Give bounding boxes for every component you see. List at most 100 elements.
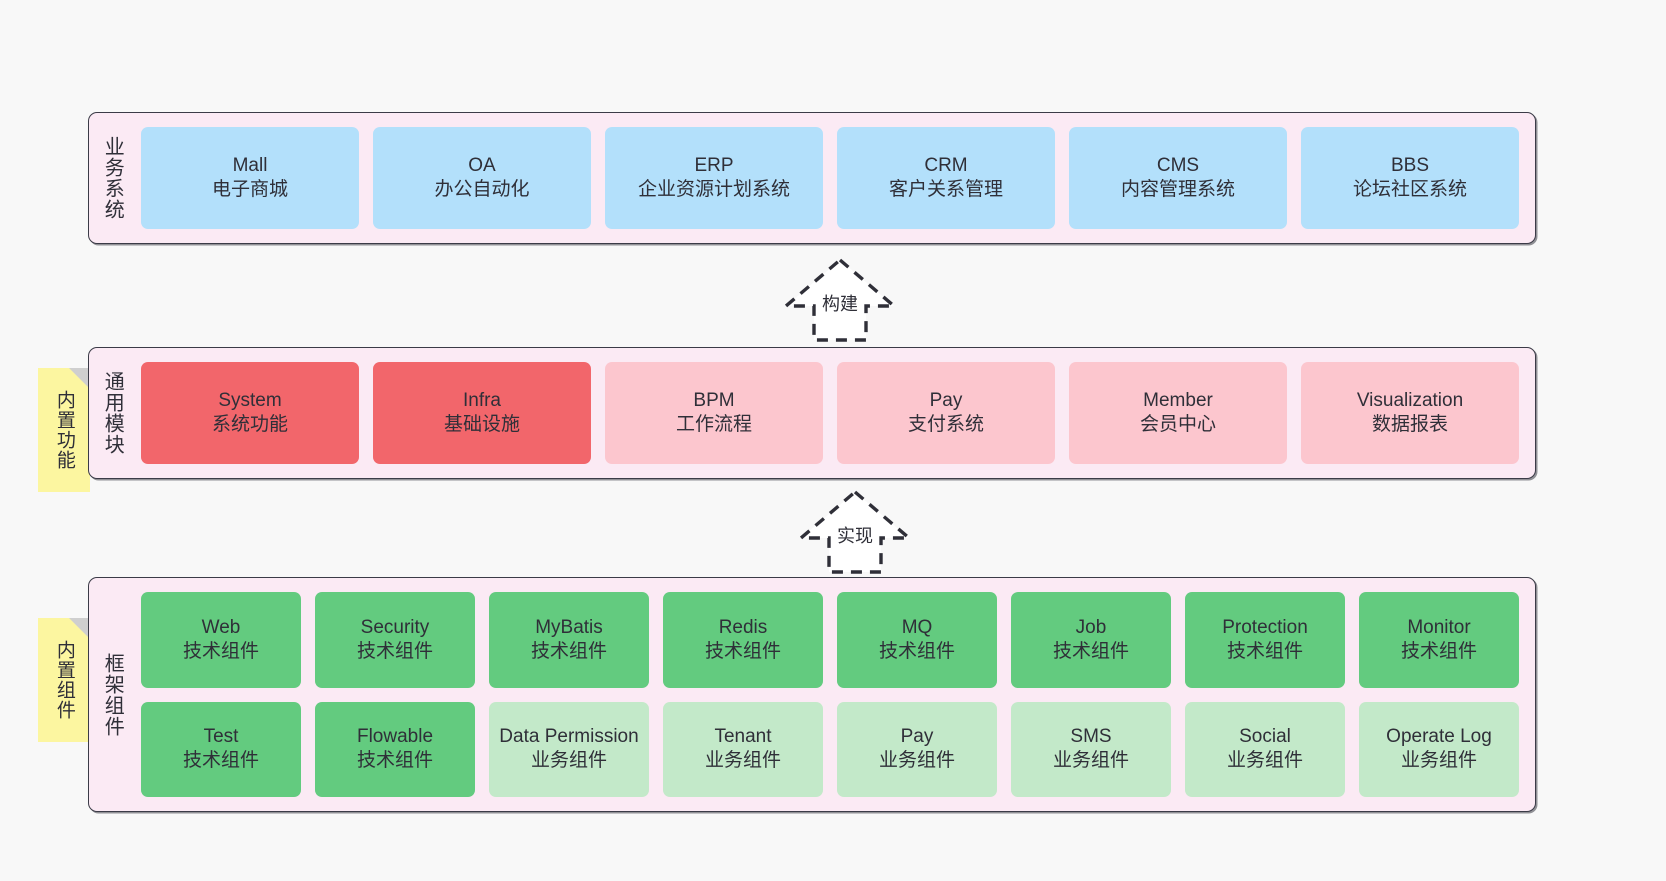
card-title-cn: 技术组件 <box>704 640 781 662</box>
card-title-cn: 工作流程 <box>675 414 752 435</box>
card-title-cn: 论坛社区系统 <box>1352 179 1467 200</box>
card-title-en: Data Permission <box>499 726 639 748</box>
card-title-en: Test <box>203 726 239 748</box>
card-title-en: Pay <box>929 390 963 412</box>
card-title-cn: 数据报表 <box>1371 414 1448 435</box>
card-title-en: Social <box>1239 726 1291 748</box>
card-title-en: Redis <box>718 616 768 638</box>
generalization-arrow-build: 构建 <box>750 256 930 344</box>
arrow-label-implement: 实现 <box>837 526 873 546</box>
arrow-shape-implement <box>796 489 914 574</box>
card-title-cn: 业务组件 <box>878 750 955 772</box>
card-title-cn: 技术组件 <box>878 640 955 662</box>
card-title-en: BBS <box>1390 155 1430 177</box>
sticky-note-builtin-component-label: 内置组件 <box>53 640 75 720</box>
card-title-en: Security <box>360 616 430 638</box>
card-title-cn: 技术组件 <box>182 750 259 772</box>
card-title-cn: 内容管理系统 <box>1120 179 1235 200</box>
card-title-cn: 业务组件 <box>1226 750 1303 772</box>
card-title-en: Monitor <box>1407 616 1471 638</box>
generalization-arrow-implement: 实现 <box>765 488 945 576</box>
card-title-en: Web <box>201 616 241 638</box>
card-title-en: Flowable <box>356 726 434 748</box>
card-title-en: MyBatis <box>535 616 603 638</box>
sticky-note-builtin-function: 内置功能 <box>38 368 90 492</box>
framework-component-layer-title: 框架组件 <box>101 652 124 737</box>
card-title-en: Operate Log <box>1386 726 1492 748</box>
card-title-cn: 电子商城 <box>211 179 288 200</box>
sticky-note-builtin-component: 内置组件 <box>38 618 90 742</box>
card-title-cn: 业务组件 <box>1052 750 1129 772</box>
card-title-en: CRM <box>924 155 968 177</box>
card-title-en: Protection <box>1222 616 1308 638</box>
card-title-cn: 企业资源计划系统 <box>637 179 790 200</box>
card-title-en: CMS <box>1156 155 1200 177</box>
card-title-cn: 技术组件 <box>1226 640 1303 662</box>
card-title-cn: 技术组件 <box>182 640 259 662</box>
card-title-en: Infra <box>462 390 502 412</box>
card-title-en: Visualization <box>1356 390 1464 412</box>
card-title-cn: 客户关系管理 <box>888 179 1003 200</box>
arrow-shape-build <box>781 257 899 342</box>
card-title-en: System <box>218 390 282 412</box>
card-title-cn: 技术组件 <box>356 750 433 772</box>
card-title-cn: 基础设施 <box>443 414 520 435</box>
business-system-layer-title: 业务系统 <box>101 136 124 220</box>
card-title-en: Mall <box>232 155 268 177</box>
card-title-cn: 支付系统 <box>907 414 984 435</box>
card-title-en: BPM <box>693 390 735 412</box>
arrow-label-build: 构建 <box>822 294 858 314</box>
card-title-cn: 业务组件 <box>704 750 781 772</box>
card-title-en: MQ <box>901 616 933 638</box>
card-title-en: ERP <box>694 155 734 177</box>
common-module-layer-title: 通用模块 <box>101 371 124 455</box>
card-title-cn: 技术组件 <box>356 640 433 662</box>
card-title-en: Tenant <box>714 726 772 748</box>
sticky-fold-corner-icon <box>69 368 90 389</box>
card-title-cn: 会员中心 <box>1139 414 1216 435</box>
card-title-en: Pay <box>900 726 934 748</box>
card-title-cn: 业务组件 <box>530 750 607 772</box>
card-title-cn: 技术组件 <box>1400 640 1477 662</box>
card-title-en: SMS <box>1070 726 1112 748</box>
